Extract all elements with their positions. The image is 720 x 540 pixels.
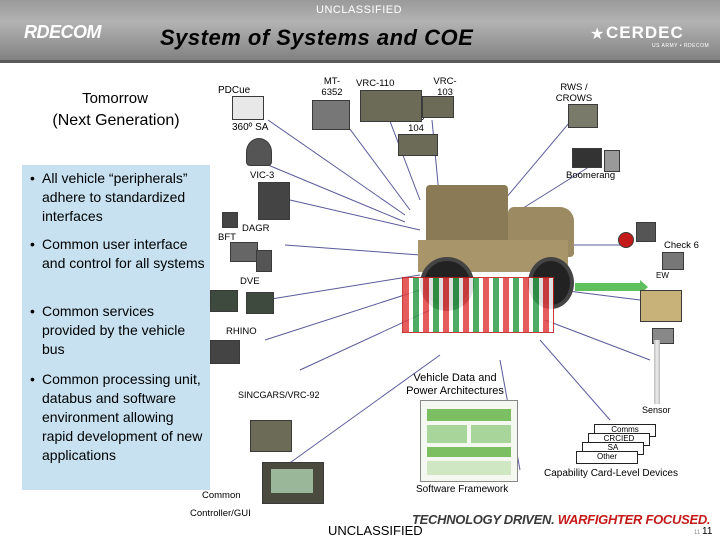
connector-line bbox=[279, 354, 441, 471]
check6-indicator-icon bbox=[618, 232, 634, 248]
connector-line bbox=[267, 119, 406, 216]
label-software-framework: Software Framework bbox=[416, 484, 509, 495]
dagr-gps-icon bbox=[256, 250, 272, 272]
header-stripe bbox=[0, 60, 720, 63]
label-sincgars: SINCGARS/VRC-92 bbox=[238, 390, 320, 400]
classification-top: UNCLASSIFIED bbox=[316, 4, 403, 16]
framework-layer bbox=[427, 409, 511, 421]
label-ew: EW bbox=[656, 271, 669, 280]
label-common-controller: Common bbox=[202, 490, 241, 501]
rhino-unit-icon bbox=[210, 340, 240, 364]
label-vrc103: VRC- 103 bbox=[433, 76, 457, 98]
label-bft: BFT bbox=[218, 232, 236, 243]
common-controller-icon bbox=[262, 462, 324, 504]
connector-line bbox=[264, 274, 421, 301]
bullet-box: •All vehicle “peripherals” adhere to sta… bbox=[22, 165, 210, 490]
connector-line bbox=[559, 289, 641, 301]
dve-display-icon bbox=[210, 290, 238, 312]
connector-line bbox=[289, 199, 421, 231]
bullet-item: •Common services provided by the vehicle… bbox=[30, 303, 186, 357]
boomerang-antenna-icon bbox=[604, 150, 620, 172]
rws-crows-icon bbox=[568, 104, 598, 128]
label-check6: Check 6 bbox=[664, 240, 699, 251]
connector-line bbox=[267, 164, 406, 223]
label-capability-cards: Capability Card-Level Devices bbox=[544, 468, 678, 479]
vehicle-architecture-diagram bbox=[402, 277, 554, 333]
360-sa-camera-icon bbox=[246, 138, 272, 166]
mt6352-device-icon bbox=[312, 100, 350, 130]
ew-arrow bbox=[575, 280, 648, 294]
label-vehicle-data: Vehicle Data and Power Architectures bbox=[406, 372, 504, 397]
heading-tomorrow: Tomorrow bbox=[82, 90, 148, 107]
cerdec-logo-sub: US ARMY • RDECOM bbox=[652, 43, 710, 49]
bullet-item: •Common user interface and control for a… bbox=[30, 236, 205, 271]
check6-device-icon bbox=[636, 222, 656, 242]
footer-slogan: TECHNOLOGY DRIVEN. WARFIGHTER FOCUSED. bbox=[412, 512, 711, 527]
vic3-unit-icon bbox=[258, 182, 290, 220]
connector-line bbox=[499, 109, 581, 206]
label-360-sa: 360º SA bbox=[232, 122, 269, 133]
ew-device-icon bbox=[662, 252, 684, 270]
classification-bottom: UNCLASSIFIED bbox=[328, 523, 423, 538]
framework-block bbox=[427, 425, 467, 443]
capability-card-other: Other bbox=[576, 451, 638, 464]
connector-line bbox=[539, 339, 611, 421]
framework-block bbox=[471, 425, 511, 443]
label-mt6352: MT- 6352 bbox=[321, 76, 343, 98]
page-number: 11 bbox=[702, 526, 713, 537]
vehicle-image bbox=[398, 185, 576, 335]
label-sensor: Sensor bbox=[642, 405, 671, 415]
sensor-mast-icon bbox=[654, 340, 660, 404]
bullet-item: •Common processing unit, databus and sof… bbox=[30, 371, 203, 463]
bft-unit-icon bbox=[222, 212, 238, 228]
label-pdcue: PDCue bbox=[218, 85, 251, 96]
software-framework-diagram bbox=[420, 400, 518, 482]
label-vrc110: VRC-110 bbox=[356, 78, 395, 89]
label-controller-gui: Controller/GUI bbox=[190, 508, 251, 519]
framework-layer bbox=[427, 461, 511, 475]
vrc104-radio-icon bbox=[398, 134, 438, 156]
connector-line bbox=[519, 159, 601, 211]
slogan-part2: WARFIGHTER FOCUSED. bbox=[557, 512, 711, 527]
sincgars-radio-icon bbox=[250, 420, 292, 452]
connector-line bbox=[544, 319, 651, 361]
label-rws-crows: RWS / CROWS bbox=[555, 82, 593, 104]
slogan-part1: TECHNOLOGY DRIVEN. bbox=[412, 512, 555, 527]
connector-line bbox=[264, 289, 421, 341]
framework-layer bbox=[427, 447, 511, 457]
heading-next-generation: (Next Generation) bbox=[52, 112, 180, 129]
label-dagr: DAGR bbox=[242, 223, 270, 234]
label-dve: DVE bbox=[240, 276, 260, 287]
header-bar bbox=[0, 0, 720, 62]
ew-box-icon bbox=[640, 290, 682, 322]
label-vic3: VIC-3 bbox=[250, 170, 275, 181]
vrc103-radio-icon bbox=[422, 96, 454, 118]
boomerang-device-icon bbox=[572, 148, 602, 168]
connector-line bbox=[284, 244, 421, 256]
star-icon: ★ bbox=[590, 26, 605, 43]
page-title: System of Systems and COE bbox=[160, 25, 474, 50]
bullet-item: •All vehicle “peripherals” adhere to sta… bbox=[30, 170, 188, 224]
label-rhino: RHINO bbox=[226, 326, 257, 337]
cerdec-logo: CERDEC bbox=[606, 23, 684, 42]
rdecom-logo: RDECOM bbox=[24, 22, 102, 42]
label-boomerang: Boomerang bbox=[566, 170, 616, 181]
bft-display-icon bbox=[230, 242, 258, 262]
dve-display-icon-2 bbox=[246, 292, 274, 314]
vrc110-radio-icon bbox=[360, 90, 422, 122]
controller-screen bbox=[271, 469, 313, 493]
pdcue-device-icon bbox=[232, 96, 264, 120]
page-number-small: 11 bbox=[694, 530, 701, 536]
